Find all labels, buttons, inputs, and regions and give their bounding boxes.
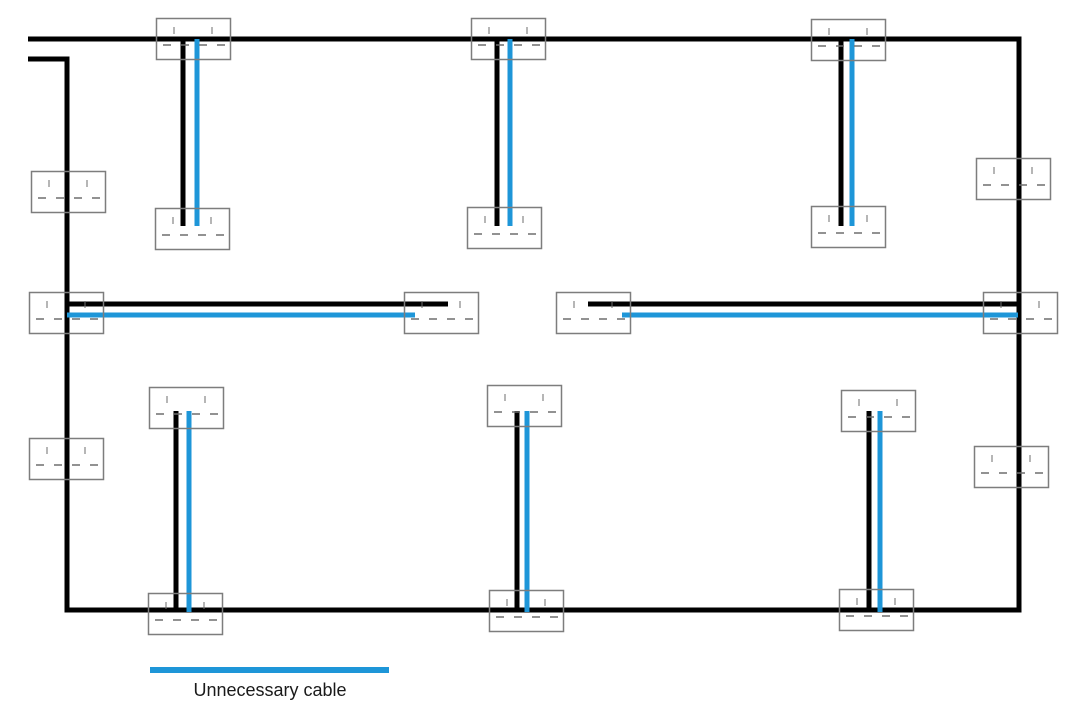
socket-center-left-frame xyxy=(403,291,480,335)
socket-top-right-ring xyxy=(810,18,887,62)
socket-left-upper xyxy=(30,170,107,214)
socket-bottom-left-ring-frame xyxy=(147,592,224,636)
ring-lower-loop-black xyxy=(64,304,1022,613)
socket-center-left xyxy=(403,291,480,335)
socket-top-middle-spur-frame xyxy=(466,206,543,250)
ring-upper-left-black xyxy=(28,56,70,304)
socket-top-middle-spur xyxy=(466,206,543,250)
ring-cables xyxy=(28,36,1022,613)
socket-bottom-right-spur xyxy=(840,389,917,433)
socket-top-right-ring-frame xyxy=(810,18,887,62)
socket-right-middle xyxy=(982,291,1059,335)
socket-bottom-right-spur-frame xyxy=(840,389,917,433)
socket-top-middle-ring-frame xyxy=(470,17,547,61)
socket-top-left-ring xyxy=(155,17,232,61)
ring-top-cable-black xyxy=(28,36,1022,304)
socket-top-middle-ring xyxy=(470,17,547,61)
socket-bottom-left-spur-frame xyxy=(148,386,225,430)
socket-bottom-right-ring-frame xyxy=(838,588,915,632)
socket-center-right xyxy=(555,291,632,335)
socket-right-middle-frame xyxy=(982,291,1059,335)
socket-right-upper-frame xyxy=(975,157,1052,201)
socket-right-lower xyxy=(973,445,1050,489)
socket-bottom-left-spur xyxy=(148,386,225,430)
unnecessary-cables xyxy=(67,39,1018,612)
socket-center-right-frame xyxy=(555,291,632,335)
socket-left-middle-frame xyxy=(28,291,105,335)
socket-bottom-left-ring xyxy=(147,592,224,636)
socket-top-left-spur xyxy=(154,207,231,251)
socket-bottom-middle-spur xyxy=(486,384,563,428)
socket-left-lower xyxy=(28,437,105,481)
socket-top-right-spur-frame xyxy=(810,205,887,249)
socket-left-middle xyxy=(28,291,105,335)
socket-left-upper-frame xyxy=(30,170,107,214)
socket-bottom-middle-ring xyxy=(488,589,565,633)
socket-bottom-middle-ring-frame xyxy=(488,589,565,633)
socket-top-left-spur-frame xyxy=(154,207,231,251)
legend-label: Unnecessary cable xyxy=(193,680,347,700)
socket-right-lower-frame xyxy=(973,445,1050,489)
socket-bottom-middle-spur-frame xyxy=(486,384,563,428)
socket-bottom-right-ring xyxy=(838,588,915,632)
socket-top-left-ring-frame xyxy=(155,17,232,61)
socket-right-upper xyxy=(975,157,1052,201)
socket-left-lower-frame xyxy=(28,437,105,481)
sockets xyxy=(28,17,1059,636)
socket-top-right-spur xyxy=(810,205,887,249)
